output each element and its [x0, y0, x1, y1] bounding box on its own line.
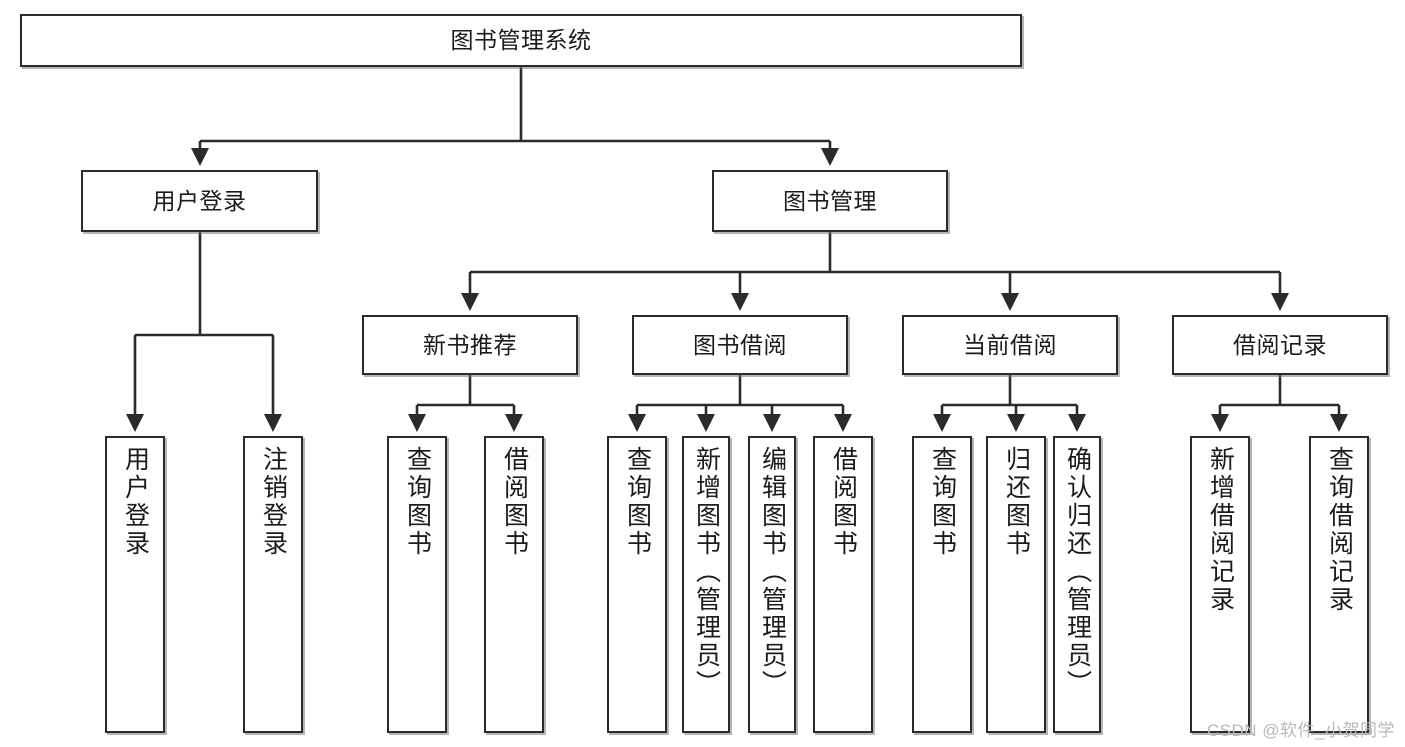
node-leaf-return-book-label: 归还图书 — [1002, 446, 1031, 558]
node-book-borrow[interactable]: 图书借阅 — [632, 315, 848, 375]
node-leaf-edit-book[interactable]: 编辑图书（管理员） — [748, 436, 796, 733]
node-leaf-borrow-book-2[interactable]: 借阅图书 — [813, 436, 873, 733]
node-user-login[interactable]: 用户登录 — [81, 170, 318, 232]
node-borrow-record[interactable]: 借阅记录 — [1172, 315, 1388, 375]
node-current-borrow-label: 当前借阅 — [963, 331, 1057, 358]
node-leaf-borrow-book-1-label: 借阅图书 — [500, 446, 529, 558]
node-leaf-borrow-book-2-label: 借阅图书 — [829, 446, 858, 558]
node-leaf-add-record-label: 新增借阅记录 — [1206, 446, 1235, 614]
node-leaf-user-login[interactable]: 用户登录 — [105, 436, 165, 733]
node-leaf-query-book-1[interactable]: 查询图书 — [387, 436, 447, 733]
node-leaf-query-record[interactable]: 查询借阅记录 — [1309, 436, 1369, 733]
node-borrow-record-label: 借阅记录 — [1233, 331, 1327, 358]
node-leaf-add-book-label: 新增图书（管理员） — [692, 446, 721, 698]
node-book-borrow-label: 图书借阅 — [693, 331, 787, 358]
node-leaf-query-book-3[interactable]: 查询图书 — [912, 436, 972, 733]
node-root-label: 图书管理系统 — [450, 27, 592, 54]
node-leaf-add-book[interactable]: 新增图书（管理员） — [682, 436, 730, 733]
node-root[interactable]: 图书管理系统 — [20, 14, 1022, 67]
node-leaf-borrow-book-1[interactable]: 借阅图书 — [484, 436, 544, 733]
node-leaf-return-book[interactable]: 归还图书 — [986, 436, 1046, 733]
node-book-manage[interactable]: 图书管理 — [712, 170, 948, 232]
node-new-book-rec[interactable]: 新书推荐 — [362, 315, 578, 375]
node-new-book-rec-label: 新书推荐 — [423, 331, 517, 358]
node-leaf-user-login-label: 用户登录 — [121, 446, 150, 558]
node-user-login-label: 用户登录 — [152, 187, 247, 214]
node-book-manage-label: 图书管理 — [783, 187, 877, 214]
node-leaf-query-book-2-label: 查询图书 — [623, 446, 652, 558]
node-leaf-edit-book-label: 编辑图书（管理员） — [758, 446, 787, 698]
node-leaf-add-record[interactable]: 新增借阅记录 — [1190, 436, 1250, 733]
node-leaf-confirm-return[interactable]: 确认归还（管理员） — [1053, 436, 1101, 733]
node-leaf-query-record-label: 查询借阅记录 — [1325, 446, 1354, 614]
node-leaf-query-book-1-label: 查询图书 — [403, 446, 432, 558]
node-leaf-query-book-3-label: 查询图书 — [928, 446, 957, 558]
node-leaf-logout[interactable]: 注销登录 — [243, 436, 303, 733]
node-leaf-logout-label: 注销登录 — [259, 446, 288, 558]
node-leaf-query-book-2[interactable]: 查询图书 — [607, 436, 667, 733]
node-leaf-confirm-return-label: 确认归还（管理员） — [1063, 446, 1092, 698]
node-current-borrow[interactable]: 当前借阅 — [902, 315, 1118, 375]
